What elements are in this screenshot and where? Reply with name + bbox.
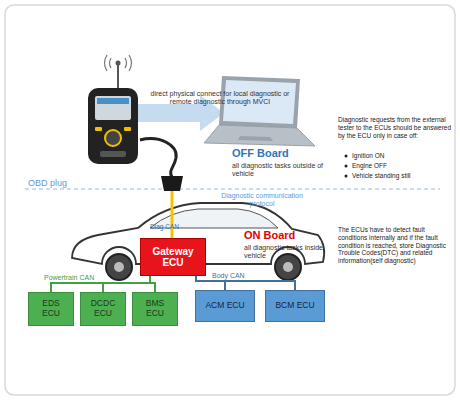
note-text: Diagnostic communication protocol bbox=[214, 192, 310, 209]
note-text: OFF Board bbox=[232, 147, 322, 160]
bus-label: Powertrain CAN bbox=[44, 274, 94, 282]
can-bus-line bbox=[196, 276, 295, 290]
ecu-box: Gateway ECU bbox=[140, 238, 206, 276]
ecu-box: DCDC ECU bbox=[80, 292, 126, 326]
note-text: all diagnostic tasks inside vehicle bbox=[244, 244, 326, 261]
obd-cable bbox=[140, 139, 176, 177]
scanner-body bbox=[88, 88, 138, 164]
ecu-box: BMS ECU bbox=[132, 292, 178, 326]
antenna-tip bbox=[116, 61, 121, 66]
note-text: Diagnostic requests from the external te… bbox=[338, 116, 452, 139]
note-text: ON Board bbox=[244, 229, 334, 242]
card-frame bbox=[5, 5, 455, 395]
note-text: Vehicle standing still bbox=[352, 172, 452, 180]
ecu-name: ACM ECU bbox=[205, 301, 244, 311]
bus-label: Body CAN bbox=[212, 272, 245, 280]
laptop-touchpad bbox=[238, 136, 273, 141]
car-wheel bbox=[275, 254, 301, 280]
bullet-dot bbox=[345, 175, 348, 178]
obd-plug-symbol bbox=[161, 176, 183, 191]
ecu-name: BMS ECU bbox=[140, 299, 170, 319]
bullet-dot bbox=[345, 155, 348, 158]
protocol-line bbox=[25, 188, 440, 189]
scanner-grip bbox=[100, 151, 126, 157]
antenna-mast bbox=[117, 64, 119, 90]
diag-can-line bbox=[171, 190, 174, 238]
antenna-waves bbox=[105, 55, 132, 71]
wheel-hub bbox=[114, 262, 124, 272]
ecu-name: Gateway ECU bbox=[150, 246, 196, 269]
ecu-box: BCM ECU bbox=[265, 290, 325, 322]
ecu-name: EDS ECU bbox=[36, 299, 66, 319]
scanner-button bbox=[95, 127, 102, 131]
scanner-dial bbox=[105, 130, 121, 146]
note-text: all diagnostic tasks outside of vehicle bbox=[232, 162, 324, 179]
scanner-button bbox=[124, 127, 131, 131]
note-text: The ECUs have to detect fault conditions… bbox=[338, 226, 452, 265]
note-text: Engine OFF bbox=[352, 162, 452, 170]
ecu-name: BCM ECU bbox=[275, 301, 314, 311]
note-text: Ignition ON bbox=[352, 152, 452, 160]
car-wheel bbox=[106, 254, 132, 280]
bullet-dot bbox=[345, 165, 348, 168]
ecu-name: DCDC ECU bbox=[88, 299, 118, 319]
note-text: direct physical connect for local diagno… bbox=[150, 90, 290, 107]
scanner-screen-bar bbox=[97, 98, 129, 104]
wheel-hub bbox=[283, 262, 293, 272]
note-text: Diag CAN bbox=[150, 223, 190, 231]
scanner-screen bbox=[95, 96, 131, 120]
ecu-box: EDS ECU bbox=[28, 292, 74, 326]
ecu-box: ACM ECU bbox=[195, 290, 255, 322]
can-bus-line bbox=[103, 276, 150, 292]
note-text: OBD plug bbox=[28, 178, 108, 189]
laptop-keyboard bbox=[204, 125, 315, 146]
can-bus-line bbox=[150, 276, 155, 292]
